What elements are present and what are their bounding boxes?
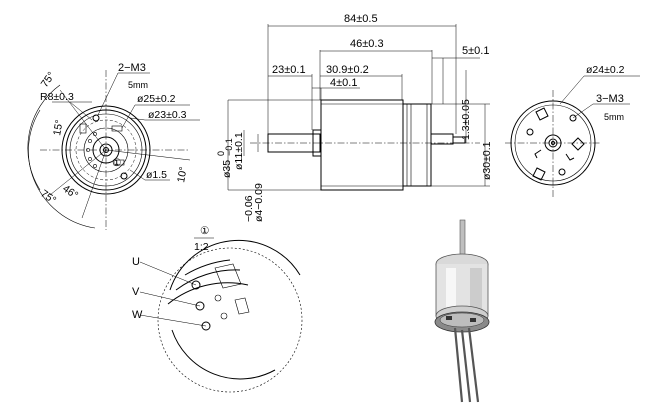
front-angle-15: 15° [51,119,66,137]
side-dia-body-tol-upper: 0 [216,151,226,156]
detail-scale: 1:2 [194,241,209,253]
side-length-shaft: 23±0.1 [272,64,306,76]
side-length-boss: 4±0.1 [330,77,357,89]
front-angle-46: 46° [60,183,80,202]
side-length-right: 5±0.1 [462,45,489,57]
motor-isometric [434,219,490,403]
side-shaft-tol-upper: −0.06 [243,195,255,222]
side-dia-boss: ø11±0.1 [233,132,245,170]
side-view: 84±0.5 46±0.3 5±0.1 23±0.1 30.9±0.2 4±0.… [216,13,493,222]
front-thread-label: 2−M3 [118,62,146,74]
front-angle-10: 10° [175,166,190,184]
side-offset-right: 1.3±0.05 [460,99,472,140]
rear-dia-label: ø24±0.2 [586,64,625,76]
wire-u-label: U [132,256,140,268]
detail-view: ① 1:2 U V W [132,225,303,393]
side-dia-rear: ø30±0.1 [481,141,493,180]
front-thread-depth: 5mm [128,80,148,90]
wire-v-label: V [132,286,140,298]
side-shaft-tol-lower: ø4−0.09 [253,183,265,222]
front-detail-ref: ① [112,157,122,169]
front-dia-inner: ø23±0.3 [148,109,187,121]
front-view: R8±0.3 2−M3 5mm ø25±0.2 ø23±0.3 ø1.5 75°… [27,62,200,230]
front-angle-bottom: 75° [38,188,58,207]
side-dia-body: ø35 [221,160,233,178]
side-length-total: 84±0.5 [344,13,378,25]
detail-ref: ① [200,225,210,237]
rear-thread-label: 3−M3 [596,93,624,105]
front-dia-small: ø1.5 [146,169,167,181]
side-length-body: 46±0.3 [350,38,384,50]
wire-w-label: W [132,309,143,321]
side-length-mid: 30.9±0.2 [326,64,369,76]
front-radius-label: R8±0.3 [40,91,74,103]
rear-thread-depth: 5mm [604,112,624,122]
front-angle-top: 75° [39,70,58,90]
side-dia-body-tol-lower: −0.1 [224,138,234,156]
rear-view: ø24±0.2 3−M3 5mm [505,64,640,198]
front-dia-outer: ø25±0.2 [137,93,176,105]
